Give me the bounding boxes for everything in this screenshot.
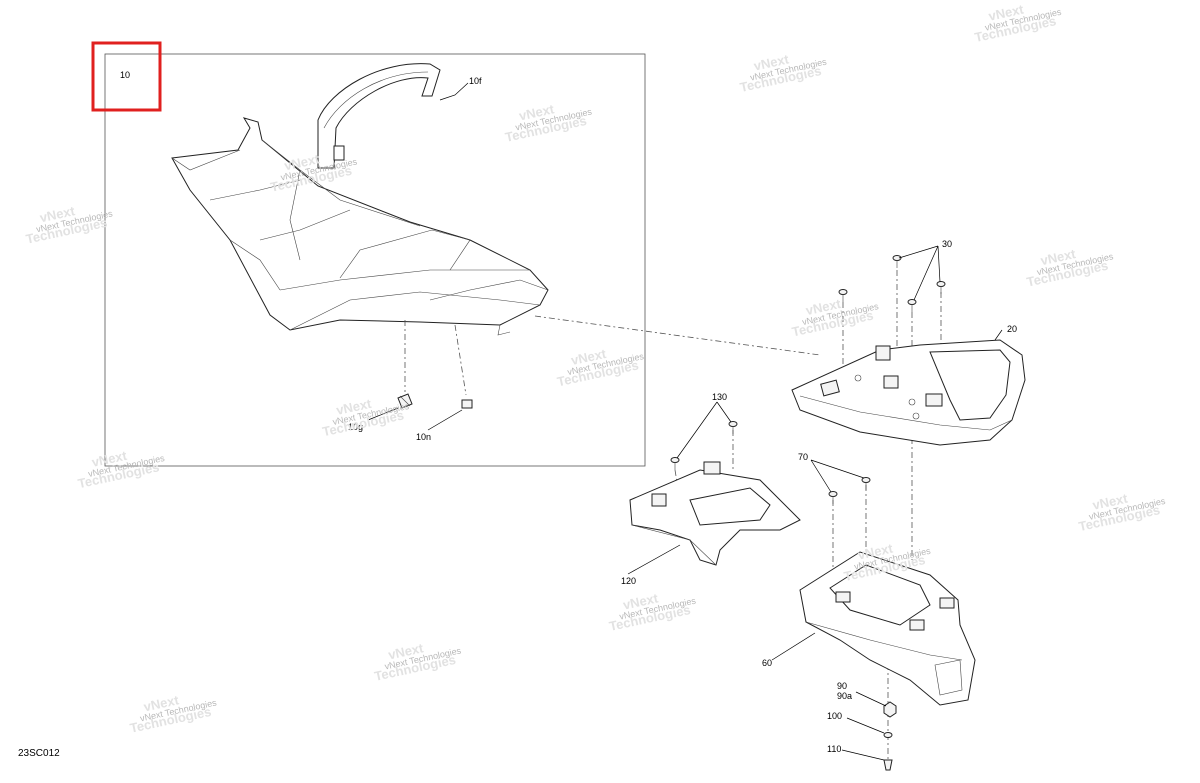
callout-100[interactable]: 100 [827,711,842,721]
selected-callout-highlight[interactable] [91,41,162,112]
washer-100[interactable] [883,732,893,738]
watermark: vNext Technologies vNext Technologies [373,640,462,684]
svg-text:vNext: vNext [570,346,608,368]
callout-70[interactable]: 70 [798,452,808,462]
leader-100 [846,717,885,734]
svg-text:vNext: vNext [335,396,373,418]
svg-text:vNext: vNext [387,640,425,662]
watermark: vNext Technologies vNext Technologies [1025,246,1114,290]
leader-60 [771,632,816,661]
leader-70 [810,459,865,493]
watermark: vNext Technologies vNext Technologies [321,396,410,440]
svg-text:vNext: vNext [987,1,1025,23]
watermark: vNext Technologies vNext Technologies [24,203,113,247]
leader-120 [627,544,681,575]
callout-60[interactable]: 60 [762,658,772,668]
svg-text:vNext: vNext [90,448,128,470]
clip-10g[interactable] [397,393,413,409]
svg-text:vNext: vNext [1039,246,1077,268]
callout-120[interactable]: 120 [621,576,636,586]
screws-30[interactable] [838,255,946,313]
watermark: vNext Technologies vNext Technologies [973,1,1062,45]
screw-110[interactable] [883,759,893,771]
watermark: vNext Technologies vNext Technologies [504,101,593,145]
callout-90[interactable]: 90 [837,681,847,691]
screws-130[interactable] [670,421,738,471]
bracket-120[interactable] [629,461,801,566]
svg-text:vNext: vNext [856,540,894,562]
svg-text:vNext: vNext [142,692,180,714]
leader-130 [676,401,732,459]
watermark: vNext Technologies vNext Technologies [76,448,165,492]
callout-30[interactable]: 30 [942,239,952,249]
leader-10n [427,409,463,431]
leader-110 [841,749,885,761]
callout-130[interactable]: 130 [712,392,727,402]
callout-110[interactable]: 110 [827,744,841,754]
watermark: vNext Technologies vNext Technologies [791,296,880,340]
callout-20[interactable]: 20 [1007,324,1017,334]
watermark: vNext Technologies vNext Technologies [269,151,358,195]
svg-text:vNext: vNext [804,296,842,318]
leader-20 [994,329,1003,341]
svg-text:vNext: vNext [752,51,790,73]
watermark: vNext Technologies vNext Technologies [556,346,645,390]
rear-grab-handle-20[interactable] [791,339,1026,446]
callout-10g[interactable]: 10g [348,422,363,432]
callout-10n[interactable]: 10n [416,432,431,442]
svg-text:vNext: vNext [1091,491,1129,513]
diagram-code: 23SC012 [18,748,60,759]
watermark: vNext Technologies vNext Technologies [1077,491,1166,535]
svg-text:vNext: vNext [518,101,556,123]
svg-text:vNext: vNext [38,203,76,225]
rear-support-60[interactable] [799,551,976,706]
leader-30 [898,245,941,301]
callout-10f[interactable]: 10f [469,76,482,86]
watermark: vNext Technologies vNext Technologies [608,590,697,634]
watermark: vNext Technologies vNext Technologies [128,692,217,736]
svg-text:vNext: vNext [622,590,660,612]
leader-10g [367,407,399,421]
seat[interactable] [171,117,549,336]
strap-10f[interactable] [317,63,441,169]
screws-70[interactable] [828,477,871,505]
svg-text:vNext: vNext [283,151,321,173]
callout-10[interactable]: 10 [120,70,130,80]
nut-10n[interactable] [461,399,473,409]
assembly-10-box [104,53,646,467]
watermark: vNext Technologies vNext Technologies [739,51,828,95]
leader-90 [855,691,887,707]
leader-10f [439,82,469,101]
nut-90[interactable] [883,701,897,718]
callout-90a[interactable]: 90a [837,691,852,701]
